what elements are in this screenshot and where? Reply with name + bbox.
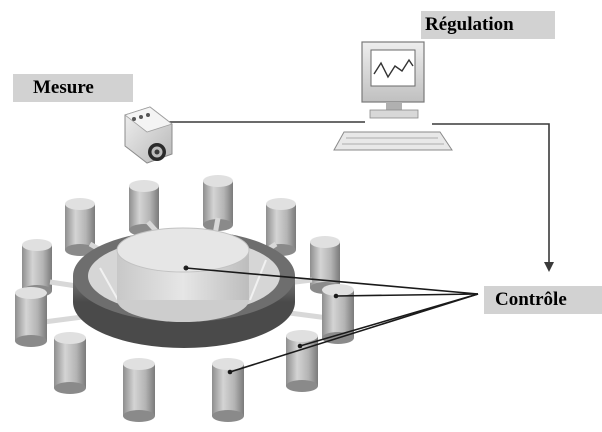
mesure-label: Mesure [13, 74, 133, 102]
control-pointer-lines [185, 267, 479, 373]
pointer-dots [227, 293, 339, 375]
cylinder-actuator-icon [286, 330, 318, 392]
ring-platform-icon [73, 227, 295, 348]
computer-to-control-wire [432, 123, 550, 268]
cylinder-actuator-icon [54, 332, 86, 394]
connector-lines [165, 121, 550, 268]
arrowhead [544, 262, 554, 272]
cylinder-actuator-icon [123, 358, 155, 422]
cylinder-actuator-icon [15, 287, 47, 347]
cylinder-actuator-icon [129, 180, 159, 236]
back-actuators [22, 175, 340, 297]
cylinder-actuator-icon [203, 175, 233, 231]
controle-label: Contrôle [484, 286, 602, 314]
front-actuators [15, 284, 354, 422]
cylinder-actuator-icon [322, 284, 354, 344]
waveform-icon [373, 58, 414, 79]
regulation-label: Régulation [421, 11, 555, 39]
cylinder-actuator-icon [65, 198, 95, 256]
camera-icon [124, 106, 173, 164]
computer-icon [333, 41, 453, 151]
cylinder-actuator-icon [212, 358, 244, 422]
